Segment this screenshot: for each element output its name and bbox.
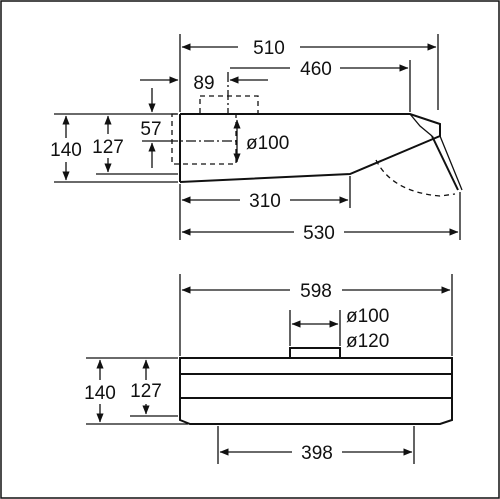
duct-stub-top [199,95,259,115]
dim-d100-side: ø100 [246,133,289,154]
dim-127-front: 127 [130,381,162,402]
dim-530: 530 [303,223,335,244]
hood-front-lip [409,113,433,137]
dim-398: 398 [301,443,333,464]
dim-510: 510 [253,38,285,59]
visor-flap [431,135,459,191]
dim-598: 598 [300,281,332,302]
dim-140-front: 140 [84,383,116,404]
hood-front-outline [179,357,453,425]
side-view: 510 460 89 57 ø100 140 127 310 [46,34,463,244]
dim-460: 460 [300,59,332,80]
dim-89: 89 [193,73,214,94]
visor-flap-inner [349,135,463,191]
dim-d100-front: ø100 [346,306,389,327]
visor-swing-arc [375,159,456,197]
dim-d120-front: ø120 [346,331,389,352]
dim-140-side: 140 [50,140,82,161]
dim-127-side: 127 [92,137,124,158]
front-view: 598 ø100 ø120 140 127 398 [80,274,453,464]
dim-310: 310 [249,191,281,212]
hood-side-outline [179,113,441,183]
duct-hidden-box [171,113,237,165]
duct-outlet [289,347,341,359]
dim-57: 57 [140,119,161,140]
